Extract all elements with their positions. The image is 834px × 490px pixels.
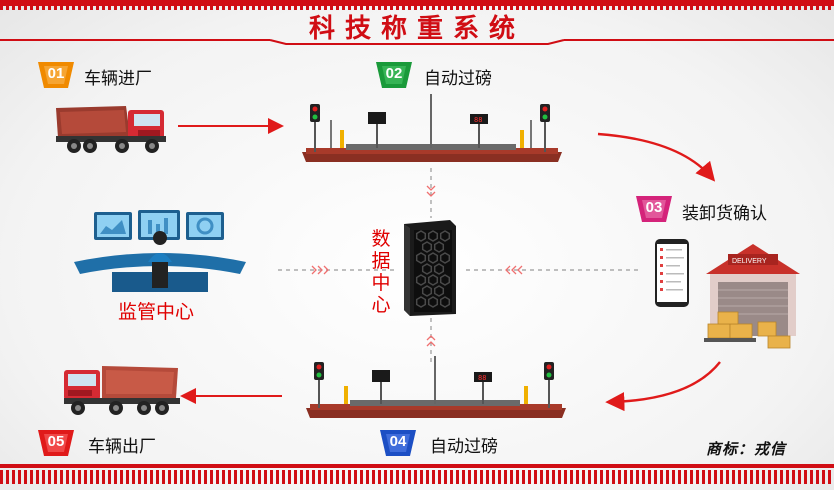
weighbridge-2-icon: 88 [306, 356, 566, 418]
arrow-to-scale-2 [605, 361, 721, 412]
weighbridge-1-icon: 88 [302, 94, 562, 162]
step-label-01: 车辆进厂 [84, 69, 152, 89]
step-number-05: 05 [47, 433, 65, 450]
monitoring-center-label: 监管中心 [118, 301, 195, 323]
phone-icon [655, 239, 689, 307]
step-badge-04 [380, 430, 416, 456]
title-banner [0, 0, 834, 45]
svg-text:88: 88 [474, 116, 482, 124]
step-label-03: 装卸货确认 [682, 204, 767, 224]
warehouse-sign: DELIVERY [732, 258, 767, 265]
step-badge-02 [376, 62, 412, 88]
step-label-05: 车辆出厂 [88, 437, 156, 457]
step-number-02: 02 [385, 65, 403, 82]
warehouse-icon: DELIVERY [704, 244, 800, 349]
bottom-border [0, 464, 834, 484]
step-number-04: 04 [389, 433, 407, 450]
monitoring-center-icon [74, 210, 246, 292]
data-center-label: 数据中心 [371, 228, 391, 316]
step-label-04: 自动过磅 [430, 437, 498, 457]
page-title: 科技称重系统 [308, 14, 525, 44]
step-badge-05 [38, 430, 74, 456]
truck-entering-icon [56, 106, 166, 153]
server-icon [404, 220, 456, 316]
step-badge-01 [38, 62, 74, 88]
step-badge-03 [636, 196, 672, 222]
step-label-02: 自动过磅 [424, 69, 492, 89]
step-number-03: 03 [645, 199, 663, 216]
arrow-to-loading [597, 132, 716, 182]
step-number-01: 01 [47, 65, 65, 82]
svg-text:88: 88 [478, 374, 486, 382]
trademark-text: 商标：戎信 [706, 440, 787, 458]
truck-exiting-icon [64, 366, 180, 415]
